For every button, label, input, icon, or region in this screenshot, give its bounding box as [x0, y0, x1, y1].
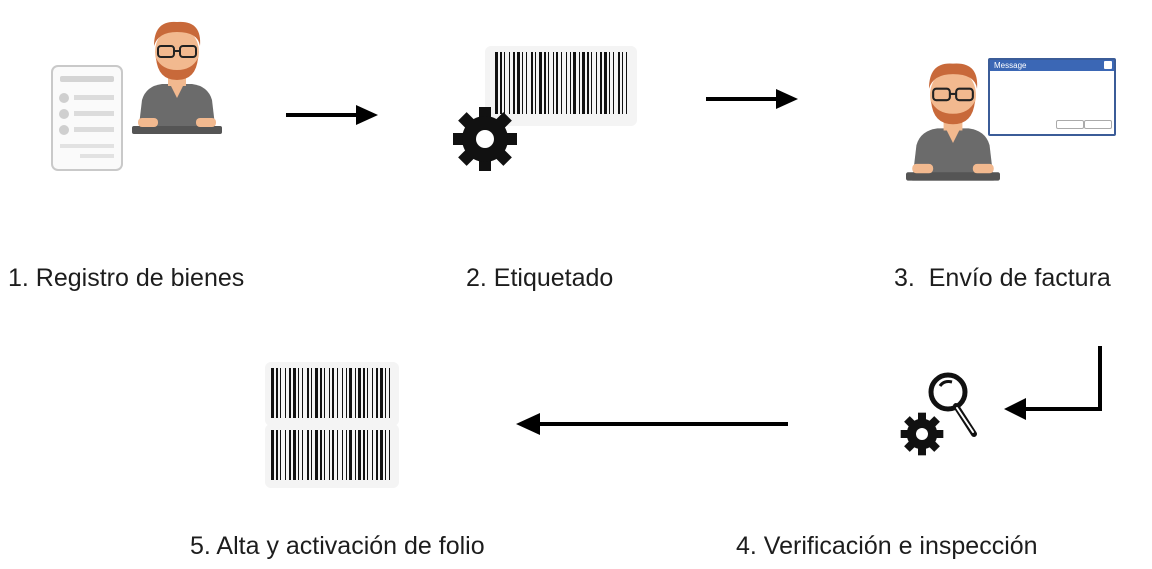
- arrow-4-to-5: [516, 413, 788, 435]
- barcode-icon: [265, 362, 399, 426]
- step-3-label: 3. Envío de factura: [894, 264, 1111, 292]
- step-2-label: 2. Etiquetado: [466, 264, 614, 292]
- barcode-icon: [265, 424, 399, 488]
- message-window-titlebar: Message: [990, 60, 1114, 71]
- arrow-3-to-4: [1004, 346, 1102, 420]
- message-window-ok-button: [1056, 120, 1084, 129]
- message-window-title: Message: [994, 61, 1027, 70]
- document-icon: [51, 65, 123, 171]
- close-icon: [1104, 61, 1112, 69]
- barcode-icon: [485, 46, 637, 126]
- message-window-cancel-button: [1084, 120, 1112, 129]
- arrow-2-to-3: [706, 89, 798, 109]
- arrow-1-to-2: [286, 105, 378, 125]
- message-window-icon: Message: [988, 58, 1116, 136]
- person-at-keyboard-icon: [132, 21, 222, 134]
- gear-icon: [900, 412, 944, 456]
- magnifier-icon: [928, 372, 977, 437]
- step-4-label: 4. Verificación e inspección: [736, 532, 1038, 560]
- gear-icon: [453, 107, 517, 171]
- step-5-label: 5. Alta y activación de folio: [190, 532, 485, 560]
- step-1-label: 1. Registro de bienes: [8, 264, 245, 292]
- person-at-keyboard-icon: [906, 63, 1000, 181]
